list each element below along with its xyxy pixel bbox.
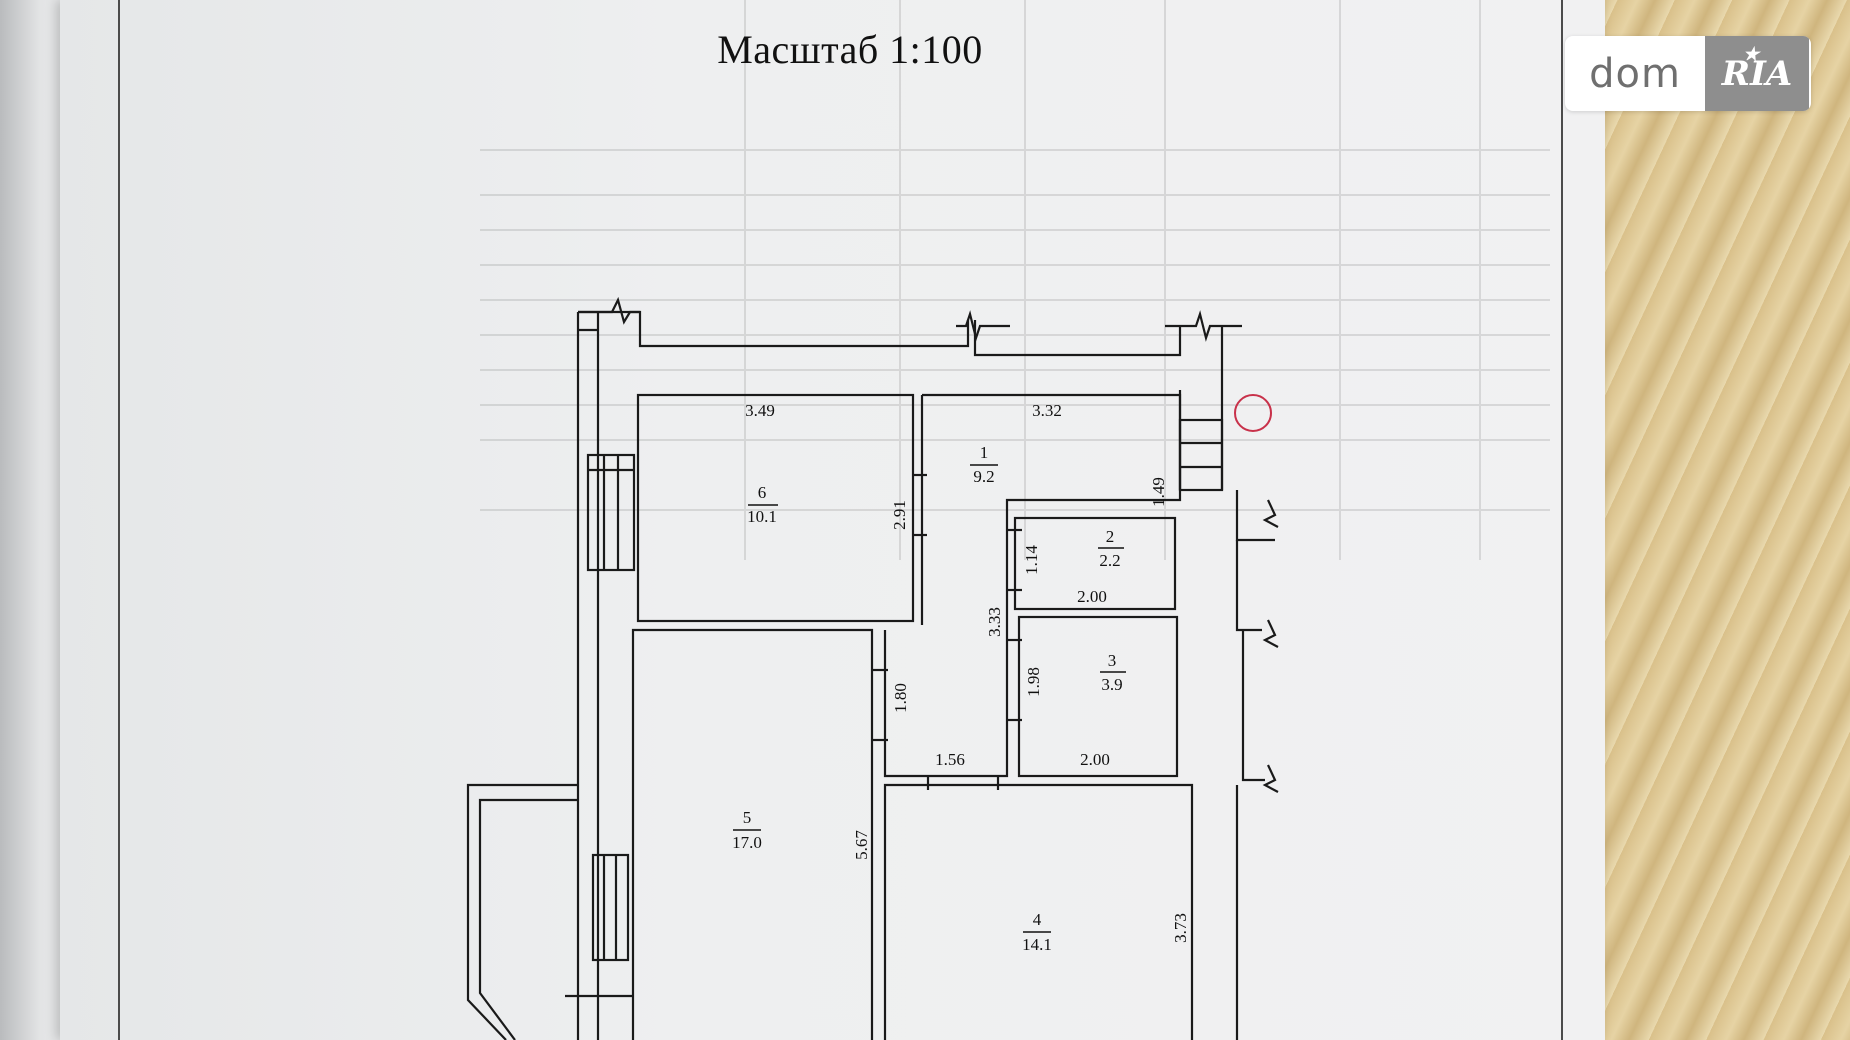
window-room-6 [586, 453, 636, 572]
break-mark-3 [1165, 310, 1242, 342]
room-2-area: 2.2 [1099, 551, 1120, 570]
break-mark-6 [1262, 764, 1279, 793]
stair-block [1178, 418, 1224, 492]
dimension-labels: 3.49 3.32 2.91 1.49 1.14 2.00 3.33 1.98 … [745, 401, 1190, 943]
break-mark-1 [578, 296, 640, 325]
dim-room5-depth: 5.67 [852, 830, 871, 860]
logo-ria-text: RIA [1721, 53, 1793, 94]
plan-walls [466, 296, 1279, 1040]
dim-room3-depth: 1.98 [1024, 667, 1043, 697]
exterior-wall-top [578, 310, 970, 348]
dim-room5-passage: 1.80 [891, 683, 910, 713]
room-4-outline [883, 783, 1194, 1040]
room-5-area: 17.0 [732, 833, 762, 852]
room-4-area: 14.1 [1022, 935, 1052, 954]
dim-room2-depth: 1.14 [1022, 545, 1041, 575]
corridor-outline [883, 512, 1009, 778]
exterior-wall-right-5 [1241, 630, 1265, 782]
room-5-outline [631, 628, 874, 1040]
dim-room1-width: 3.32 [1032, 401, 1062, 420]
document-page [60, 0, 1605, 1040]
room-6-number: 6 [758, 483, 767, 502]
dom-ria-watermark-logo: dom ★ RIA [1565, 36, 1811, 111]
dim-room6-depth: 2.91 [890, 500, 909, 530]
room-6-outline [636, 393, 915, 623]
break-mark-2 [956, 310, 1010, 342]
dim-room2-width: 2.00 [1077, 587, 1107, 606]
exterior-wall-right-3 [1235, 490, 1275, 542]
star-icon: ★ [1743, 44, 1760, 65]
room-1-number: 1 [980, 443, 989, 462]
show-through-table [480, 0, 1550, 560]
balcony-outline [466, 783, 578, 1040]
room-2-number: 2 [1106, 527, 1115, 546]
room-4-number: 4 [1033, 910, 1042, 929]
marker-circle [1234, 394, 1272, 432]
dim-room6-width: 3.49 [745, 401, 775, 420]
break-mark-4 [1262, 499, 1279, 528]
room-5-number: 5 [743, 808, 752, 827]
window-room-5 [591, 853, 630, 962]
room-labels: 6 10.1 1 9.2 2 2.2 3 3.9 5 17.0 4 14.1 [732, 443, 1126, 954]
room-6-area: 10.1 [747, 507, 777, 526]
dim-corridor-width: 1.56 [935, 750, 965, 769]
wooden-desk-background [1560, 0, 1850, 1040]
page-frame-border [118, 0, 1563, 1040]
logo-dom-text: dom [1589, 50, 1681, 97]
room-1-outline [922, 393, 1182, 512]
dim-corridor-length: 3.33 [985, 607, 1004, 637]
scale-title: Масштаб 1:100 [717, 27, 983, 72]
room-3-area: 3.9 [1101, 675, 1122, 694]
balcony-inner [478, 798, 578, 1040]
room-3-outline [1017, 615, 1179, 778]
dim-room1-side: 1.49 [1149, 477, 1168, 507]
room-1-area: 9.2 [973, 467, 994, 486]
exterior-wall-right-4 [1235, 540, 1262, 632]
dim-room3-width: 2.00 [1080, 750, 1110, 769]
logo-ria-badge: ★ RIA [1705, 36, 1809, 111]
room-3-number: 3 [1108, 651, 1117, 670]
room-2-outline [1013, 516, 1177, 611]
break-mark-5 [1262, 619, 1279, 648]
dim-room4-depth: 3.73 [1171, 913, 1190, 943]
